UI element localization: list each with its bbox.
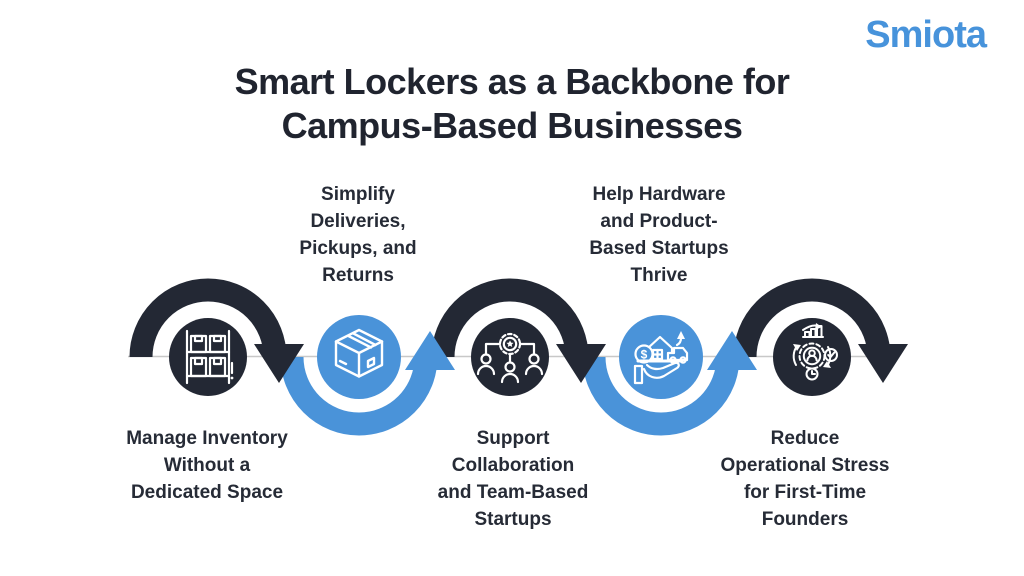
brand-logo: Smiota — [865, 14, 987, 56]
team-gear-icon — [476, 332, 544, 384]
step-label-5: Reduce Operational Stress for First-Time… — [720, 428, 890, 530]
step-circle-1 — [169, 318, 247, 396]
svg-text:$: $ — [641, 348, 648, 362]
page-title: Smart Lockers as a Backbone for Campus-B… — [234, 61, 790, 146]
inventory-rack-icon — [185, 329, 234, 385]
arrow-down-icon-5 — [858, 344, 908, 383]
arc-under-step-2 — [280, 356, 438, 436]
arrow-down-icon-3 — [556, 344, 606, 383]
step-label-2: Simplify Deliveries, Pickups, and Return… — [299, 184, 417, 286]
arc-under-step-4 — [582, 356, 740, 436]
arrow-up-icon-4 — [707, 331, 757, 370]
package-box-icon — [334, 328, 384, 378]
step-label-1: Manage Inventory Without a Dedicated Spa… — [126, 428, 288, 503]
assets-hand-icon: $ — [633, 331, 689, 385]
operations-gear-icon — [792, 323, 838, 381]
step-circle-5 — [773, 318, 851, 396]
arrow-up-icon-2 — [405, 331, 455, 370]
step-label-4: Help Hardware and Product- Based Startup… — [589, 184, 729, 286]
arc-over-step-5 — [733, 278, 891, 358]
arrow-down-icon-1 — [254, 344, 304, 383]
arc-over-step-3 — [431, 278, 589, 358]
arc-over-step-1 — [129, 278, 287, 358]
step-label-3: Support Collaboration and Team-Based Sta… — [437, 428, 589, 530]
